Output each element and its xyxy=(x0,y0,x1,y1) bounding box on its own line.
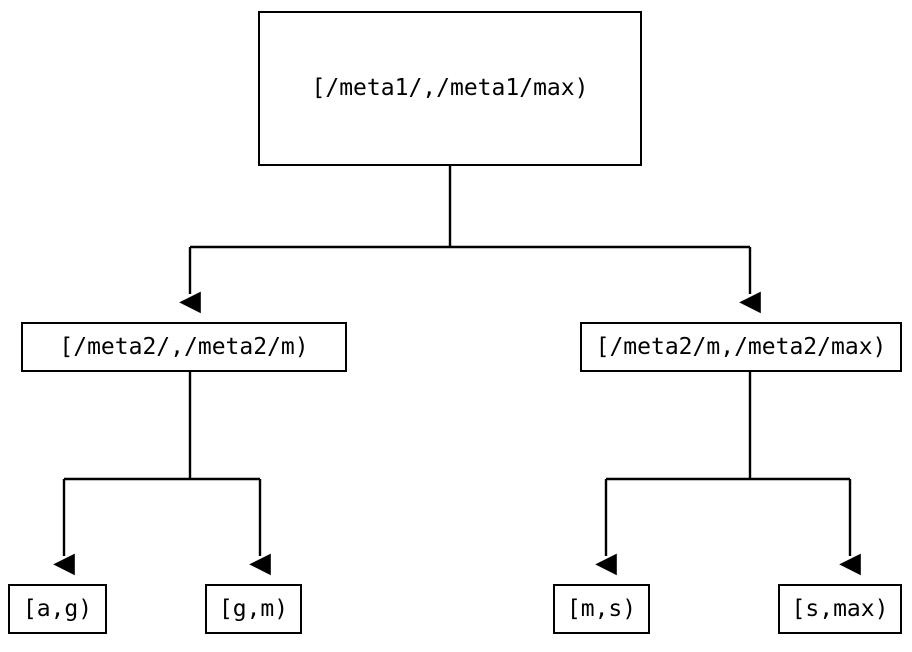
node-mid-left-label: [/meta2/,/meta2/m) xyxy=(59,333,309,360)
node-mid-right-label: [/meta2/m,/meta2/max) xyxy=(595,333,887,360)
node-leaf-2-label: [g,m) xyxy=(218,595,289,622)
node-leaf-2[interactable]: [g,m) xyxy=(205,584,302,634)
edge-root-trunk xyxy=(190,166,750,249)
node-mid-left[interactable]: [/meta2/,/meta2/m) xyxy=(21,322,347,372)
node-leaf-1[interactable]: [a,g) xyxy=(8,584,107,634)
node-leaf-1-label: [a,g) xyxy=(22,595,93,622)
node-leaf-4[interactable]: [s,max) xyxy=(778,584,902,634)
node-root[interactable]: [/meta1/,/meta1/max) xyxy=(258,11,642,166)
edge-mid-left-trunk xyxy=(64,372,260,481)
node-mid-right[interactable]: [/meta2/m,/meta2/max) xyxy=(580,322,902,372)
edge-mid-right-trunk xyxy=(606,372,850,481)
node-leaf-4-label: [s,max) xyxy=(791,595,889,622)
node-leaf-3-label: [m,s) xyxy=(566,595,637,622)
node-leaf-3[interactable]: [m,s) xyxy=(553,584,650,634)
node-root-label: [/meta1/,/meta1/max) xyxy=(311,75,589,101)
